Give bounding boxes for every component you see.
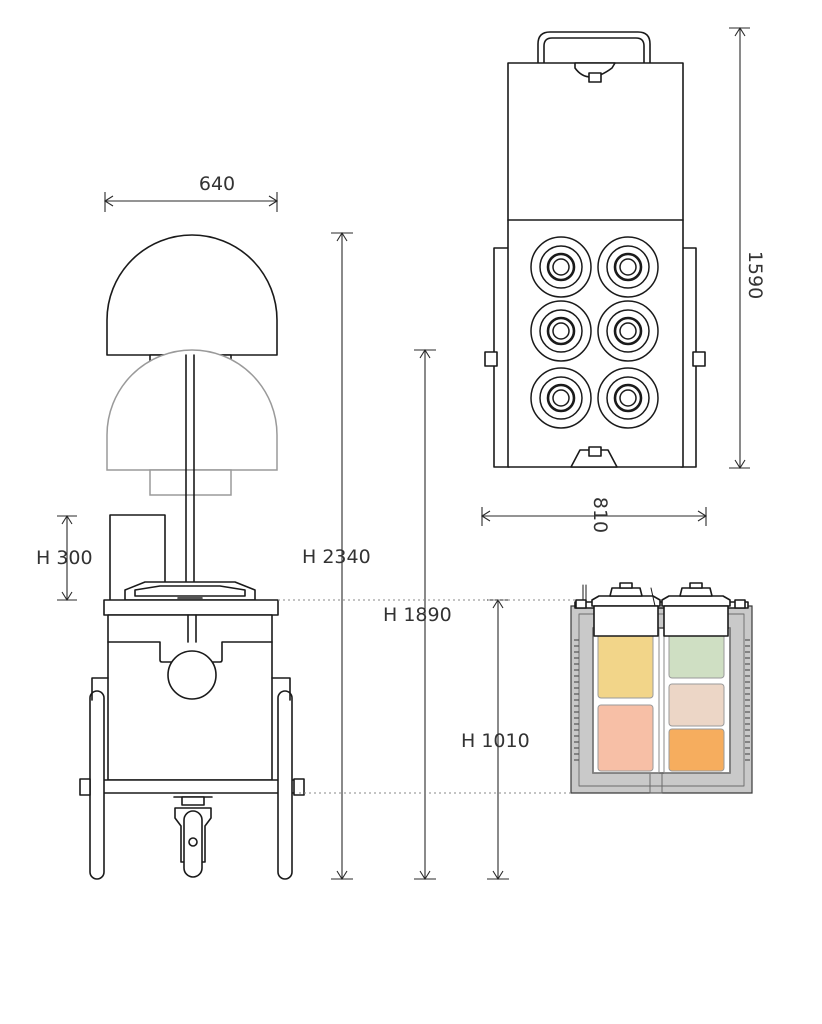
- tub-lid-grid: [530, 236, 659, 429]
- section-lid-left: [591, 582, 661, 637]
- tub-lid: [597, 236, 659, 298]
- tub-yellow: [597, 631, 654, 699]
- dimension-length-1590: 1590: [744, 251, 766, 299]
- left-wheel: [89, 690, 105, 880]
- dimension-height-2340: H 2340: [302, 546, 371, 568]
- dimension-width-640: 640: [199, 173, 235, 195]
- section-view-cabinet: [570, 582, 753, 794]
- tub-green: [668, 631, 725, 679]
- frame-rail: [84, 779, 300, 794]
- dimension-height-1010: H 1010: [461, 730, 530, 752]
- cart-lock-disc: [167, 650, 217, 700]
- tub-beige: [668, 683, 725, 727]
- tub-lid: [530, 300, 592, 362]
- dimension-height-1890: H 1890: [383, 604, 452, 626]
- push-handle: [537, 31, 651, 64]
- tub-lid: [597, 300, 659, 362]
- tub-lid: [530, 367, 592, 429]
- umbrella-hub-lowered: [149, 469, 232, 496]
- dimension-lines: [57, 26, 750, 881]
- section-lid-right: [661, 582, 731, 637]
- tub-lid: [530, 236, 592, 298]
- top-view-cart: [484, 31, 706, 468]
- dimension-width-810: 810: [589, 497, 611, 533]
- tub-lid: [597, 367, 659, 429]
- dimension-height-300: H 300: [36, 547, 93, 569]
- tub-orange: [668, 728, 725, 772]
- front-caster-wheel: [173, 796, 213, 878]
- umbrella-dome-lowered: [106, 349, 278, 471]
- cooling-coils: [574, 639, 750, 761]
- umbrella-dome-raised: [106, 234, 278, 356]
- front-view-cart: [79, 234, 305, 880]
- right-wheel: [277, 690, 293, 880]
- tub-salmon: [597, 704, 654, 772]
- counter-top: [103, 599, 279, 616]
